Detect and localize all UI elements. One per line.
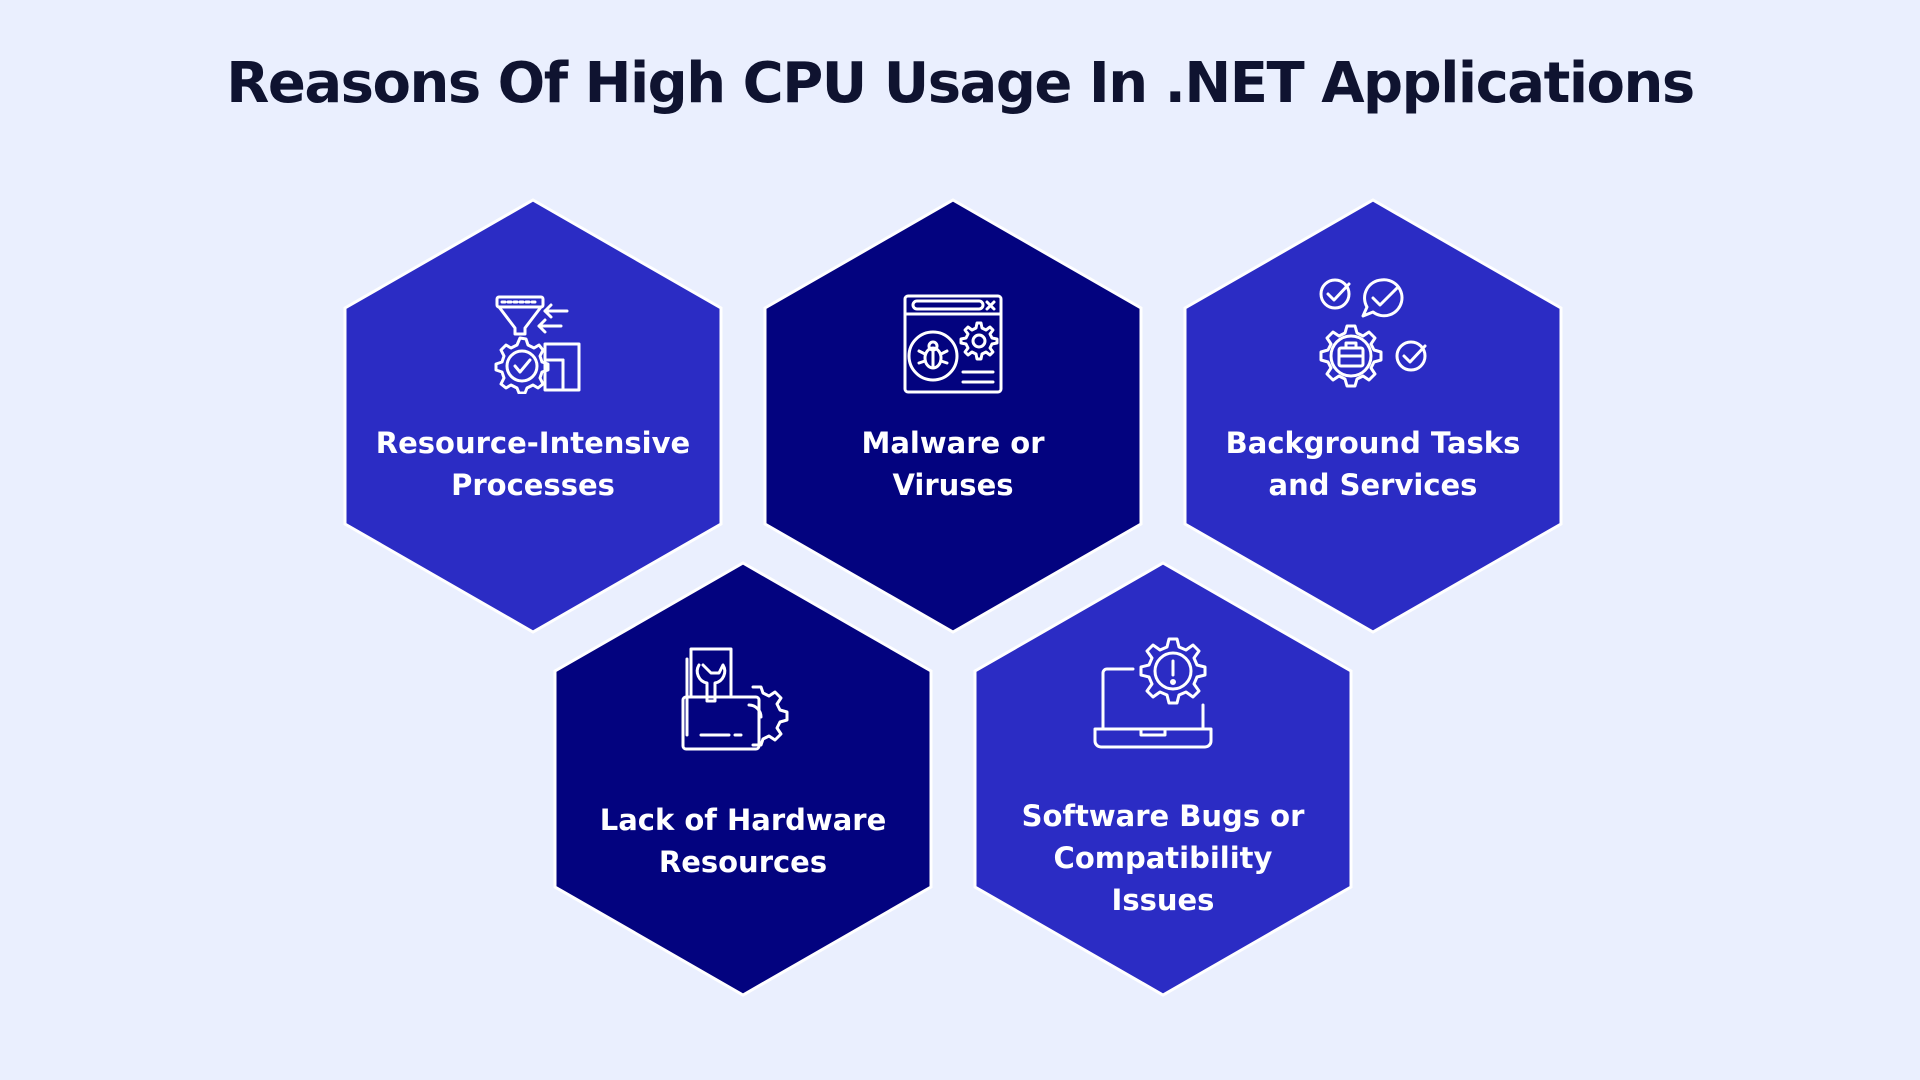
item-label-line-1: Background Tasks [1225,426,1521,460]
item-label: Background Tasks and Services [1213,422,1533,506]
laptop-gear-warning-icon [1091,635,1217,755]
hexagon-lack-of-hardware-resources: Lack of Hardware Resources [553,561,933,997]
item-label-line-1: Resource-Intensive [375,426,691,460]
item-label: Lack of Hardware Resources [583,799,903,883]
item-label-line-1: Lack of Hardware [599,803,887,837]
item-label: Resource-Intensive Processes [373,422,693,506]
hexagon-shape [1183,198,1563,634]
gear-briefcase-checks-icon [1313,272,1433,394]
hexagon-shape [553,561,933,997]
item-label-line-1: Software Bugs or [1021,799,1305,833]
hexagon-malware-or-viruses: Malware or Viruses [763,198,1143,634]
hexagon-resource-intensive-processes: Resource-Intensive Processes [343,198,723,634]
item-label-line-1: Malware or [861,426,1045,460]
page-title: Reasons Of High CPU Usage In .NET Applic… [226,51,1695,116]
hexagon-software-bugs-or-compatibility-issues: Software Bugs or Compatibility Issues [973,561,1353,997]
item-label-line-2: Viruses [892,468,1014,502]
funnel-gear-check-icon [483,294,583,394]
item-label-line-2: and Services [1268,468,1478,502]
item-label-line-2: Resources [658,845,828,879]
hexagon-shape [973,561,1353,997]
item-label-line-2: Processes [451,468,615,502]
hexagon-background-tasks-and-services: Background Tasks and Services [1183,198,1563,634]
wrench-folder-gear-icon [681,645,791,753]
browser-bug-gear-icon [903,294,1003,394]
item-label: Software Bugs or Compatibility Issues [1003,795,1323,921]
hexagon-shape [763,198,1143,634]
item-label-line-2: Compatibility Issues [1053,841,1273,917]
item-label: Malware or Viruses [793,422,1113,506]
hexagon-shape [343,198,723,634]
